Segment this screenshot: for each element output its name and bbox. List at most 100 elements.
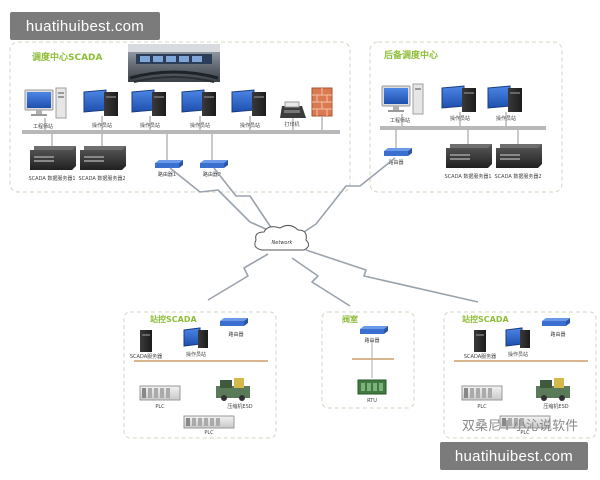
zone-title: 站控SCADA <box>462 314 509 324</box>
printer-icon <box>280 101 306 118</box>
station1-compressor-esd: 压缩机ESD <box>216 378 253 410</box>
device-label: 操作员站 <box>240 122 260 129</box>
network-cloud: Network <box>254 224 310 251</box>
device-label: 操作员站 <box>140 122 160 129</box>
dispatch-server-2: SCADA 数据服务器2 <box>78 134 126 182</box>
plc-icon <box>139 385 181 401</box>
operator-station-icon <box>231 89 266 116</box>
dispatch-operator-3: 操作员站 <box>181 89 216 130</box>
device-label: SCADA 数据服务器1 <box>444 173 491 180</box>
server-icon <box>80 146 126 170</box>
operator-station-icon <box>487 85 522 112</box>
operator-station-icon <box>441 85 476 112</box>
router-icon <box>542 318 570 326</box>
zone-title: 后备调度中心 <box>384 49 438 61</box>
station2-server: SCADA服务器 <box>464 330 496 360</box>
server-icon <box>30 146 76 170</box>
device-label: PLC <box>520 430 530 436</box>
device-label: PLC <box>477 404 487 410</box>
device-label: SCADA服务器 <box>464 353 496 360</box>
router-icon <box>360 326 388 334</box>
device-label: PLC <box>204 430 214 436</box>
zone-station-scada-1: 站控SCADA <box>123 311 277 439</box>
dispatch-operator-1: 操作员站 <box>83 89 118 130</box>
station2-operator: 操作员站 <box>505 327 530 358</box>
station2-compressor-esd: 压缩机ESD <box>536 378 570 410</box>
device-label: 路由器 <box>550 331 565 338</box>
cloud-label: Network <box>272 240 294 246</box>
zone-title: 阀室 <box>342 314 358 324</box>
plc-icon <box>183 415 235 429</box>
station1-operator: 操作员站 <box>183 327 208 358</box>
router-icon <box>220 318 248 326</box>
device-label: PLC <box>155 404 165 410</box>
server-icon <box>446 144 492 168</box>
device-label: 操作员站 <box>186 351 206 358</box>
wan-links <box>169 157 479 307</box>
device-label: SCADA 数据服务器1 <box>28 175 75 182</box>
backup-operator-2: 操作员站 <box>487 85 522 126</box>
zone-backup-dispatch: 后备调度中心 <box>369 41 563 193</box>
link-backup-router <box>297 157 396 237</box>
valve-rtu: RTU <box>357 379 387 404</box>
backup-operator-1: 操作员站 <box>441 85 476 126</box>
backup-bus <box>380 126 546 130</box>
device-label: 操作员站 <box>508 351 528 358</box>
device-label: 路由器 <box>228 331 243 338</box>
device-label: 路由器 <box>388 159 403 166</box>
station2-bus <box>454 360 588 362</box>
zone-title: 站控SCADA <box>150 314 197 324</box>
workstation-icon <box>381 83 424 115</box>
cloud-icon <box>254 224 310 251</box>
operator-station-icon <box>181 89 216 116</box>
dispatch-server-1: SCADA 数据服务器1 <box>28 134 76 182</box>
backup-router: 路由器 <box>384 130 412 166</box>
device-label: SCADA 数据服务器2 <box>494 173 541 180</box>
printer: 打印机 <box>280 101 306 130</box>
device-label: SCADA服务器 <box>130 353 162 360</box>
station1-router: 路由器 <box>220 318 248 338</box>
device-label: 路由器 <box>364 337 379 344</box>
device-label: 操作员站 <box>450 115 470 122</box>
dispatch-router-2: 路由器2 <box>200 134 228 178</box>
device-label: 操作员站 <box>190 122 210 129</box>
watermark-bottom: huatihuibest.com <box>440 442 588 470</box>
control-room-photo <box>128 44 220 83</box>
router-icon <box>384 148 412 156</box>
station1-plc-bottom: PLC <box>183 415 235 436</box>
device-label: 路由器1 <box>158 171 176 178</box>
backup-engineer-workstation: 工程师站 <box>381 83 424 126</box>
backup-server-2: SCADA 数据服务器2 <box>494 130 542 180</box>
dispatch-operator-4: 操作员站 <box>231 89 266 130</box>
operator-station-icon <box>131 89 166 116</box>
device-label: 路由器2 <box>203 171 221 178</box>
operator-station-icon <box>183 327 208 348</box>
plc-icon <box>499 415 551 429</box>
engineer-workstation: 工程师站 <box>24 87 67 130</box>
link-valve-room <box>291 257 351 307</box>
station1-bus <box>134 360 268 362</box>
station1-server: SCADA服务器 <box>130 330 162 360</box>
device-label: 压缩机ESD <box>227 403 252 410</box>
compressor-icon <box>216 378 250 401</box>
valve-bus <box>352 340 394 378</box>
link-dispatch-router-1 <box>169 167 269 231</box>
server-icon <box>496 144 542 168</box>
device-label: RTU <box>367 398 377 404</box>
device-label: SCADA 数据服务器2 <box>78 175 125 182</box>
workstation-icon <box>24 87 67 119</box>
link-dispatch-router-2 <box>213 167 283 237</box>
link-station-2 <box>305 249 479 303</box>
device-label: 操作员站 <box>92 122 112 129</box>
firewall <box>311 87 333 130</box>
zone-station-scada-2: 站控SCADA <box>443 311 597 439</box>
device-label: 工程师站 <box>390 117 410 124</box>
server-tower-icon <box>140 330 152 352</box>
zone-dispatch-center: 调度中心SCADA <box>9 41 351 193</box>
zone-title: 调度中心SCADA <box>32 51 103 63</box>
station2-plc-bottom: PLC <box>499 415 551 436</box>
device-label: 工程师站 <box>33 123 53 130</box>
station2-plc-top: PLC <box>461 385 503 410</box>
server-tower-icon <box>474 330 486 352</box>
